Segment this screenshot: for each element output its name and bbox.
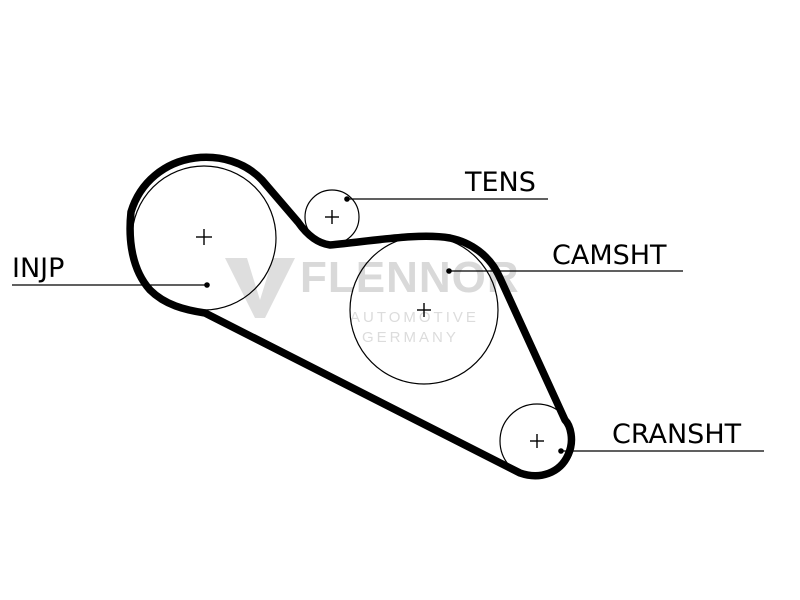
brand-logo-icon — [225, 258, 295, 318]
timing-belt — [126, 153, 576, 480]
brand-watermark: FLENNOR AUTOMOTIVE GERMANY — [225, 253, 520, 346]
camsht-leader-dot — [446, 268, 452, 274]
label-cranksht: CRANSHT — [612, 419, 742, 450]
injp-leader-dot — [204, 282, 210, 288]
pulley-centers — [196, 210, 544, 448]
watermark-line2: GERMANY — [362, 329, 459, 346]
watermark-brand: FLENNOR — [300, 253, 520, 302]
label-camsht: CAMSHT — [552, 240, 667, 271]
watermark-line1: AUTOMOTIVE — [350, 309, 479, 326]
tens-leader-dot — [344, 196, 350, 202]
label-injp: INJP — [12, 253, 64, 284]
label-tens: TENS — [464, 167, 536, 198]
cranksht-leader-dot — [558, 448, 564, 454]
